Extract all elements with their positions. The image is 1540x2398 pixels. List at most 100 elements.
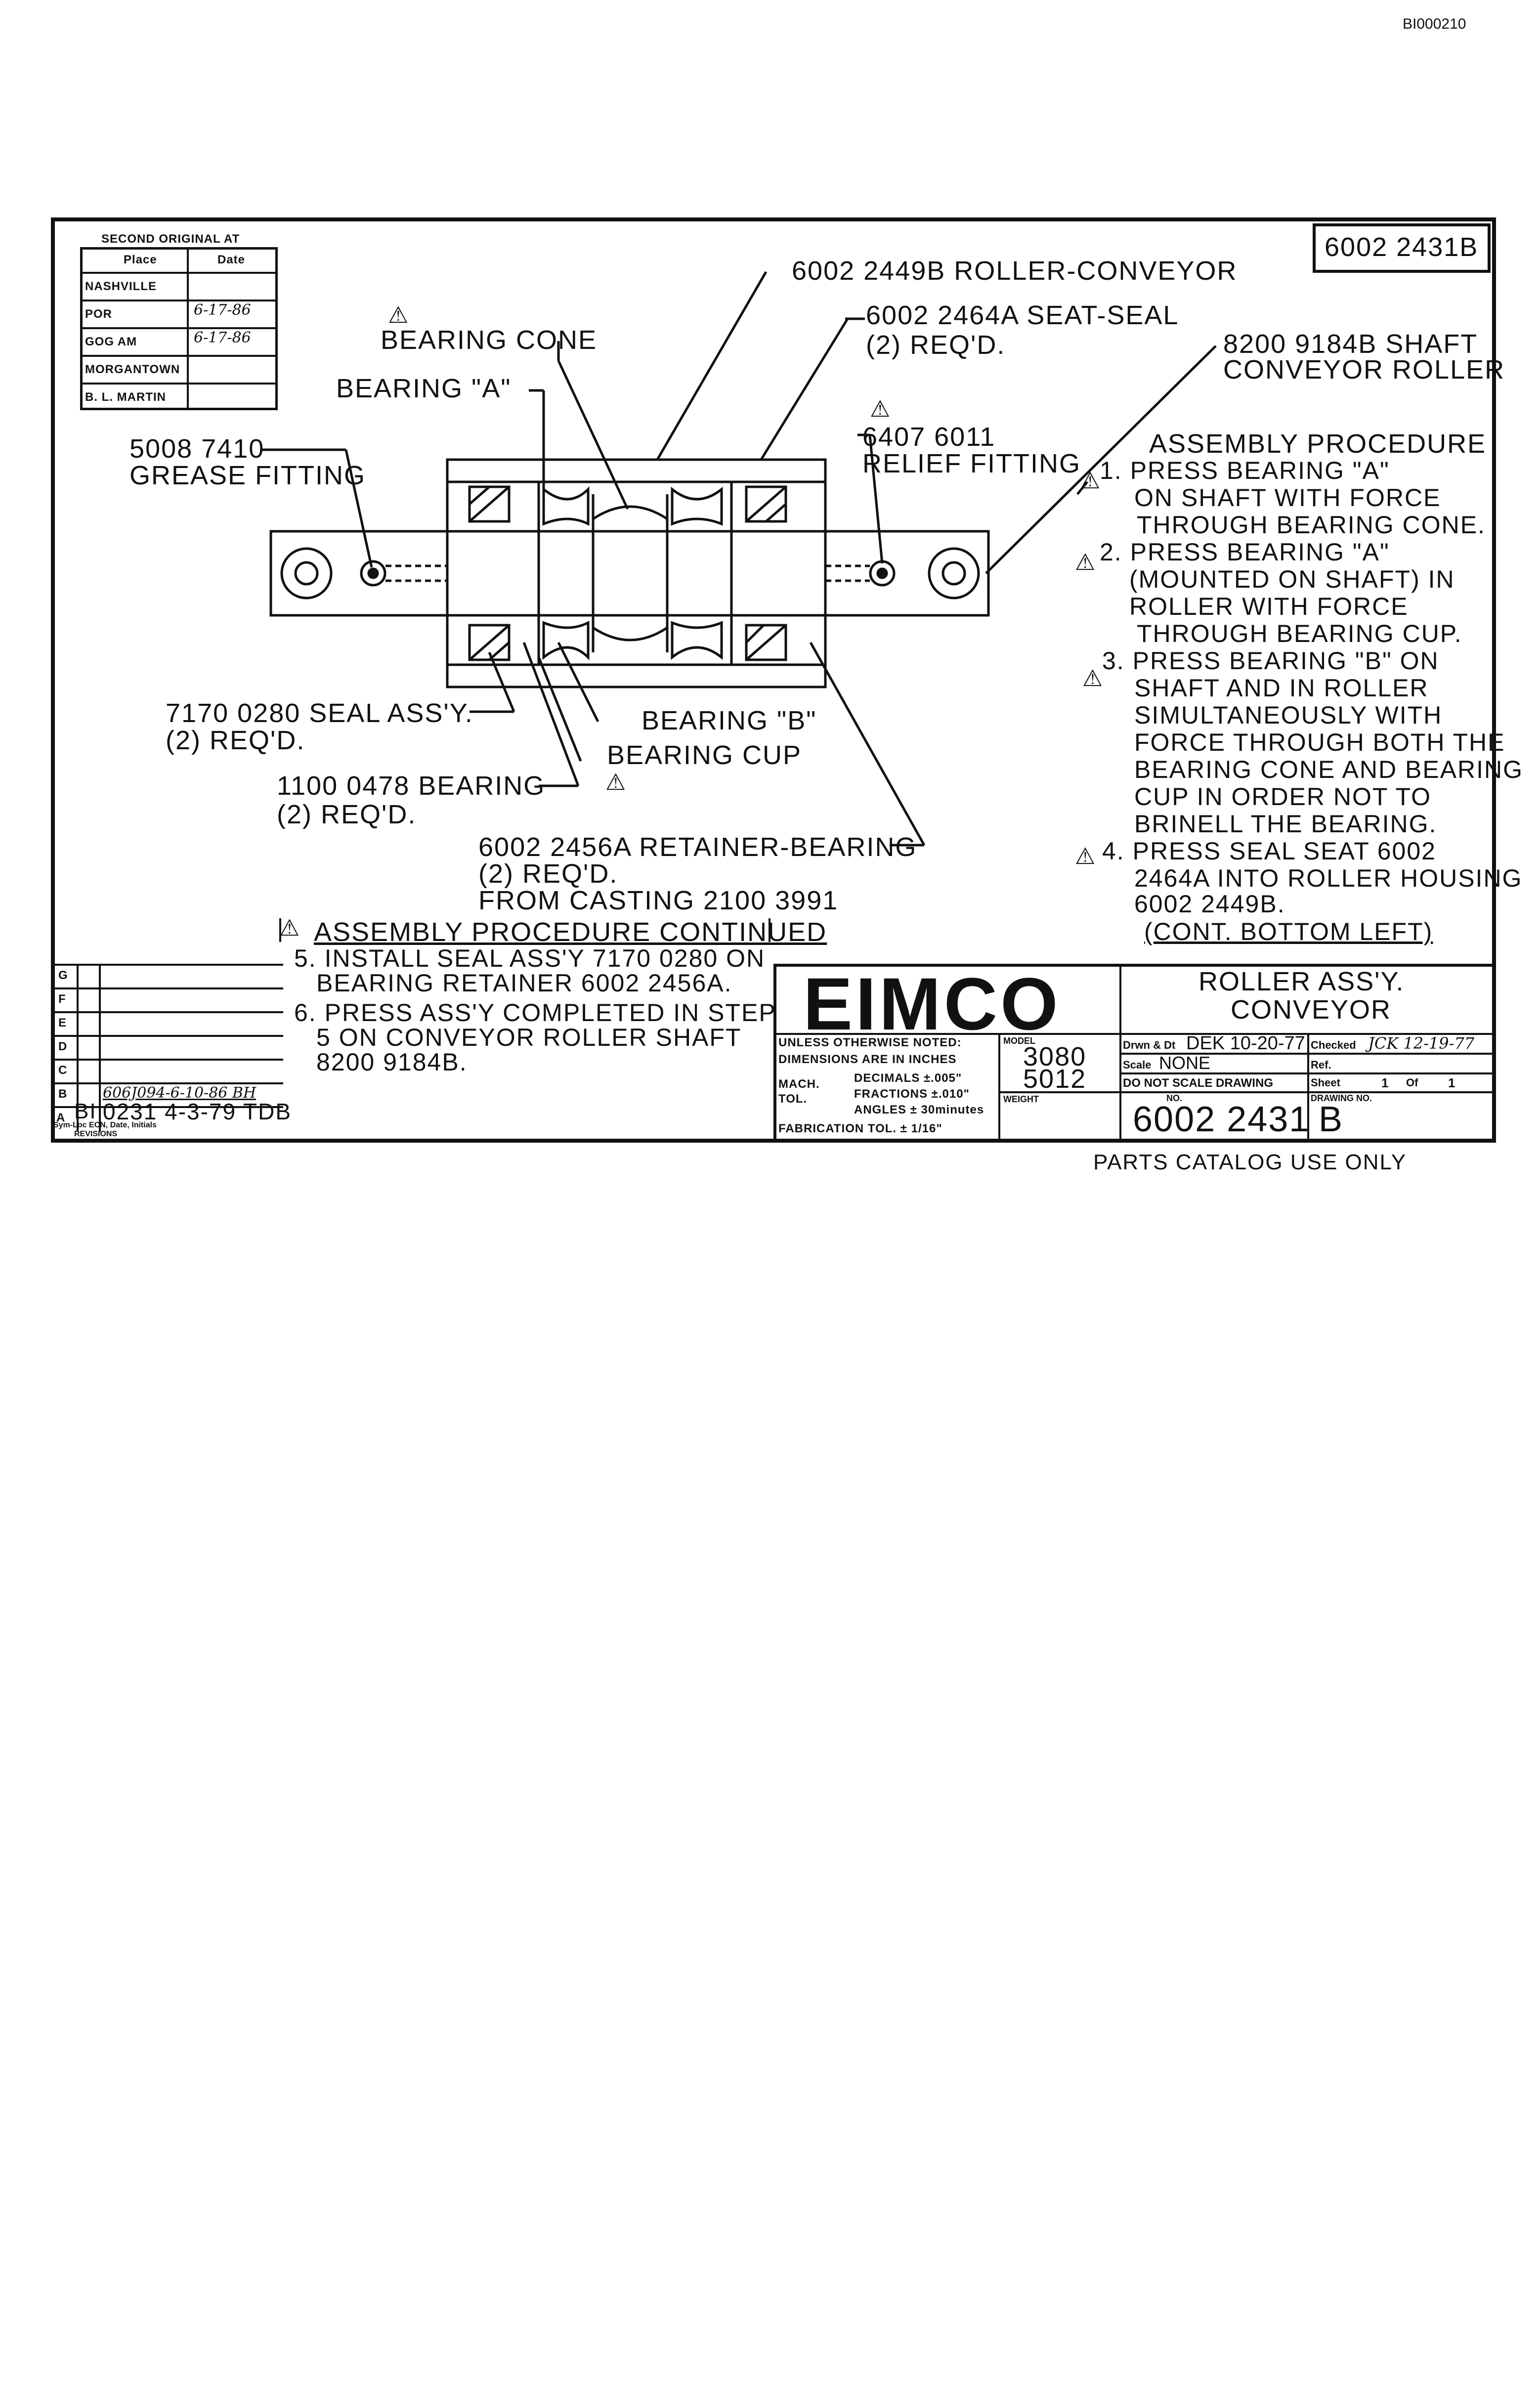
drawing-title-1: ROLLER ASS'Y. <box>1198 967 1405 996</box>
revision-letter: A <box>56 1111 66 1124</box>
procedure-line: (CONT. BOTTOM LEFT) <box>1144 918 1433 945</box>
checked-value: JCK 12-19-77 <box>1368 1034 1475 1053</box>
number-label: NO. <box>1166 1093 1183 1103</box>
callout-bearing-1100: 1100 0478 BEARING <box>277 771 546 801</box>
second-original-col-date: Date <box>217 253 246 266</box>
second-original-col-place: Place <box>124 253 157 266</box>
company-logo: EIMCO <box>803 962 1061 1045</box>
second-original-place: POR <box>85 307 113 321</box>
page-id: BI000210 <box>1403 16 1466 32</box>
procedure-line: ROLLER WITH FORCE <box>1129 593 1409 620</box>
procedure-line: BRINELL THE BEARING. <box>1134 810 1437 838</box>
callout-seat-seal-qty: (2) REQ'D. <box>866 330 1006 360</box>
callout-bearing-a: BEARING "A" <box>336 374 512 403</box>
drawn-label: Drwn & Dt <box>1123 1039 1176 1051</box>
callout-roller-conveyor: 6002 2449B ROLLER-CONVEYOR <box>792 256 1238 286</box>
procedure-line: SIMULTANEOUSLY WITH <box>1134 701 1443 729</box>
callout-retainer-2: (2) REQ'D. <box>478 859 618 889</box>
procedure-line: SHAFT AND IN ROLLER <box>1134 674 1429 702</box>
callout-seat-seal: 6002 2464A SEAT-SEAL <box>866 300 1179 330</box>
model-number-2: 5012 <box>1023 1064 1087 1094</box>
procedure-continued-title: ASSEMBLY PROCEDURE CONTINUED <box>314 917 827 947</box>
revision-letter: B <box>58 1087 68 1101</box>
callout-retainer-1: 6002 2456A RETAINER-BEARING <box>478 832 917 862</box>
drawing-number-box <box>1313 223 1491 273</box>
revisions-footer-2: REVISIONS <box>74 1130 118 1138</box>
revision-letter: E <box>58 1016 67 1029</box>
weight-label: WEIGHT <box>1003 1094 1039 1104</box>
drawing-title-2: CONVEYOR <box>1231 995 1392 1025</box>
parts-catalog-note: PARTS CATALOG USE ONLY <box>1093 1150 1407 1174</box>
procedure-line: CUP IN ORDER NOT TO <box>1134 783 1432 811</box>
revision-entry-a-sym: BI <box>74 1099 97 1123</box>
of-value: 1 <box>1448 1075 1455 1090</box>
tol-label: TOL. <box>778 1092 808 1106</box>
procedure-line: 1. PRESS BEARING "A" <box>1100 457 1390 484</box>
second-original-place: B. L. MARTIN <box>85 390 166 404</box>
warning-triangle-icon: ⚠ <box>870 396 891 422</box>
procedure-line: BEARING CONE AND BEARING <box>1134 756 1524 783</box>
procedure-continued-line: BEARING RETAINER 6002 2456A. <box>316 969 732 997</box>
procedure-line: 2464A INTO ROLLER HOUSING <box>1134 864 1523 892</box>
revision-letter: D <box>58 1040 68 1053</box>
procedure-title: ASSEMBLY PROCEDURE <box>1149 429 1487 459</box>
callout-seal-assy: 7170 0280 SEAL ASS'Y. <box>166 698 473 728</box>
callout-shaft-1: 8200 9184B SHAFT <box>1223 329 1478 359</box>
mach-label: MACH. <box>778 1077 820 1091</box>
procedure-line: 2. PRESS BEARING "A" <box>1100 538 1390 566</box>
second-original-header: SECOND ORIGINAL AT <box>101 232 240 246</box>
drawing-no-label: DRAWING NO. <box>1311 1093 1372 1103</box>
revision-letter: G <box>58 969 68 982</box>
warning-triangle-icon: ⚠ <box>1080 468 1101 493</box>
callout-relief-1: 6407 6011 <box>862 422 996 452</box>
revision-entry-b: 606J094-6-10-86 BH <box>103 1084 257 1102</box>
warning-triangle-icon: ⚠ <box>1075 549 1096 575</box>
dimensions-note: DIMENSIONS ARE IN INCHES <box>778 1053 957 1066</box>
ref-label: Ref. <box>1311 1059 1331 1071</box>
revision-letter: F <box>58 992 66 1006</box>
of-label: Of <box>1406 1076 1418 1089</box>
tol-fractions: FRACTIONS ±.010" <box>854 1087 970 1101</box>
procedure-continued-line: 8200 9184B. <box>316 1048 468 1076</box>
no-scale-note: DO NOT SCALE DRAWING <box>1123 1076 1273 1090</box>
second-original-place: MORGANTOWN <box>85 363 180 376</box>
second-original-place: GOG AM <box>85 335 137 348</box>
callout-bearing-b: BEARING "B" <box>642 706 817 735</box>
procedure-line: 6002 2449B. <box>1134 890 1285 918</box>
second-original-date: 6-17-86 <box>194 329 251 346</box>
callout-seal-assy-qty: (2) REQ'D. <box>166 726 305 755</box>
drawing-number-main: 6002 2431 <box>1133 1100 1310 1139</box>
scale-value: NONE <box>1159 1053 1211 1073</box>
procedure-line: FORCE THROUGH BOTH THE <box>1134 728 1505 756</box>
warning-triangle-icon: ⚠ <box>1082 665 1103 691</box>
procedure-line: 4. PRESS SEAL SEAT 6002 <box>1102 837 1436 865</box>
model-number-1: 3080 <box>1023 1042 1087 1071</box>
callout-relief-2: RELIEF FITTING <box>862 449 1081 478</box>
callout-shaft-2: CONVEYOR ROLLER <box>1223 355 1505 385</box>
revision-entry-a: 0231 4-3-79 TDB <box>103 1099 292 1124</box>
sheet-value: 1 <box>1381 1075 1389 1090</box>
callout-bearing-cone: BEARING CONE <box>381 325 598 355</box>
revision-letter: C <box>58 1064 68 1077</box>
procedure-line: (MOUNTED ON SHAFT) IN <box>1129 565 1455 593</box>
callout-grease-2: GREASE FITTING <box>129 461 366 490</box>
revisions-footer-1: Sym-Loc ECN, Date, Initials <box>53 1121 157 1129</box>
warning-triangle-icon: ⚠ <box>605 769 626 795</box>
tol-decimals: DECIMALS ±.005" <box>854 1071 962 1085</box>
callout-bearing-cup: BEARING CUP <box>607 740 802 770</box>
unless-noted: UNLESS OTHERWISE NOTED: <box>778 1036 962 1049</box>
callout-retainer-3: FROM CASTING 2100 3991 <box>478 886 839 915</box>
procedure-line: 3. PRESS BEARING "B" ON <box>1102 647 1439 675</box>
model-label: MODEL <box>1003 1036 1035 1046</box>
shaft-outline <box>269 530 990 617</box>
procedure-continued-line: 5. INSTALL SEAL ASS'Y 7170 0280 ON <box>294 944 766 972</box>
procedure-continued-line: 6. PRESS ASS'Y COMPLETED IN STEP <box>294 999 776 1027</box>
procedure-continued-line: 5 ON CONVEYOR ROLLER SHAFT <box>316 1024 742 1051</box>
callout-bearing-1100-qty: (2) REQ'D. <box>277 800 417 829</box>
tol-angles: ANGLES ± 30minutes <box>854 1103 984 1116</box>
procedure-line: ON SHAFT WITH FORCE <box>1134 484 1441 512</box>
drawn-value: DEK 10-20-77 <box>1186 1033 1305 1054</box>
warning-triangle-icon: ⚠ <box>1075 843 1096 869</box>
revisions-block <box>51 964 283 1143</box>
